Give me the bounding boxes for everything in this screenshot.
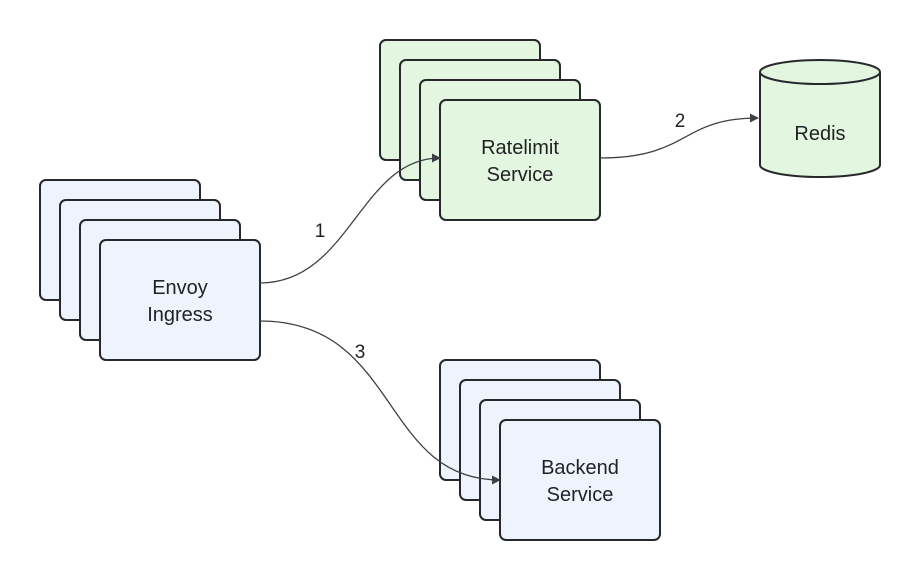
ratelimit-service-stack: Ratelimit Service — [379, 39, 601, 221]
backend-service-label-line1: Backend — [541, 457, 619, 479]
ratelimit-service-node[interactable] — [439, 99, 601, 221]
backend-service-node[interactable] — [499, 419, 661, 541]
edge-label-2: 2 — [675, 111, 686, 132]
edge-envoy-to-ratelimit — [259, 153, 441, 284]
envoy-ingress-label-line1: Envoy — [152, 277, 208, 299]
envoy-ingress-node[interactable] — [99, 239, 261, 361]
ratelimit-service-label-line1: Ratelimit — [481, 137, 559, 159]
ratelimit-service-label-line2: Service — [487, 164, 554, 186]
envoy-ingress-stack: Envoy Ingress — [39, 179, 261, 361]
redis-label: Redis — [794, 123, 845, 145]
edge-label-3: 3 — [355, 342, 366, 363]
edge-label-1: 1 — [315, 221, 326, 242]
edge-ratelimit-to-redis — [599, 113, 759, 159]
redis-database-node[interactable]: Redis — [759, 59, 881, 178]
backend-service-stack: Backend Service — [439, 359, 661, 541]
backend-service-label-line2: Service — [547, 484, 614, 506]
redis-cylinder-body — [759, 72, 881, 178]
edge-envoy-to-backend — [259, 320, 501, 485]
envoy-ingress-label-line2: Ingress — [147, 304, 213, 326]
redis-cylinder-top — [759, 59, 881, 85]
